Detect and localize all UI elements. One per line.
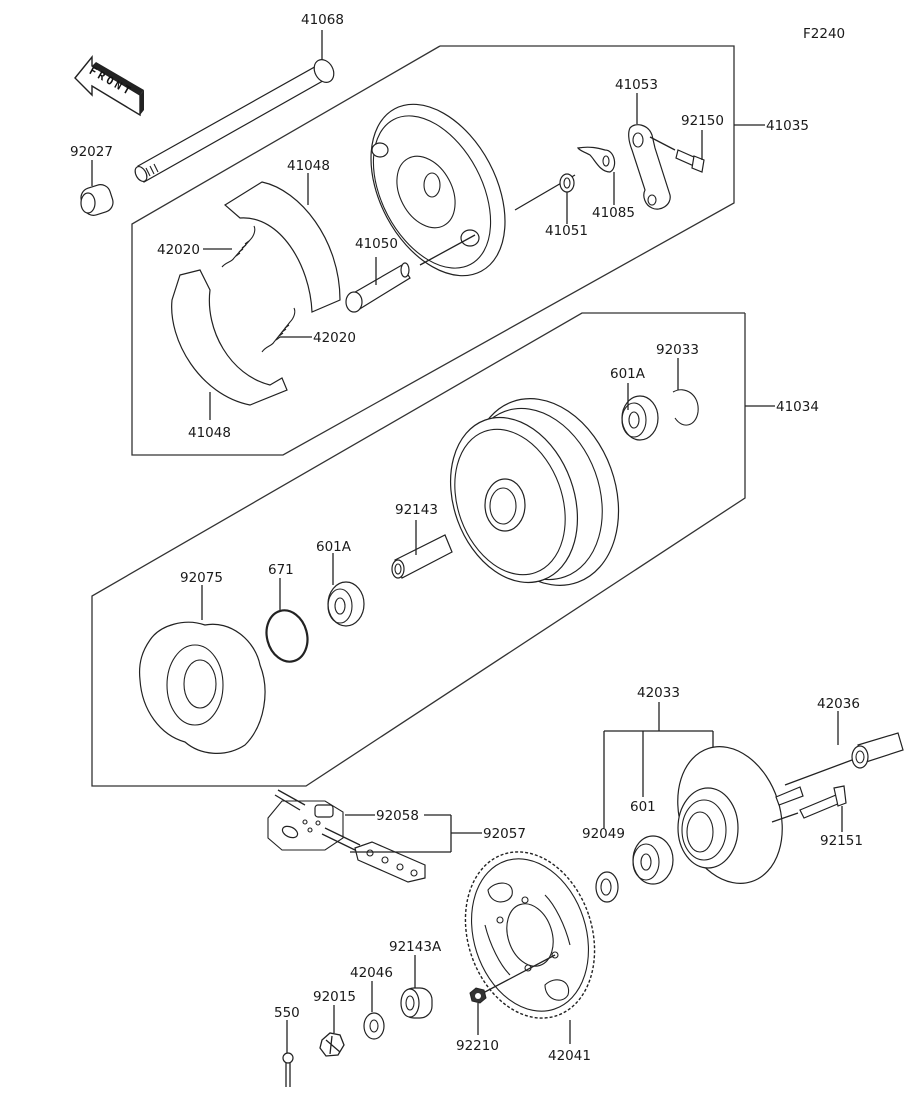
rear-sprocket-part (464, 851, 596, 1019)
part-label-92015: 92015 (313, 989, 356, 1005)
chain-joint-part (267, 789, 344, 851)
bearing-upper-part (621, 395, 659, 441)
part-label-92058: 92058 (376, 808, 419, 824)
part-label-41035: 41035 (766, 118, 809, 134)
part-label-92150: 92150 (681, 113, 724, 129)
part-label-42046: 42046 (350, 965, 393, 981)
brake-shoe-lower-part (171, 269, 288, 406)
part-label-92210: 92210 (456, 1038, 499, 1054)
part-label-92143A: 92143A (389, 939, 442, 955)
oil-seal-part (595, 871, 619, 903)
part-label-42020-lower: 42020 (313, 330, 356, 346)
part-label-41048-upper: 41048 (287, 158, 330, 174)
part-label-41085: 41085 (592, 205, 635, 221)
part-label-92057: 92057 (483, 826, 526, 842)
part-label-42020-upper: 42020 (157, 242, 200, 258)
front-arrow-icon: FRONT (74, 55, 144, 117)
o-ring-part (265, 609, 309, 663)
group-box-41035 (131, 45, 735, 456)
axle-part (134, 30, 335, 183)
brake-panel-part (370, 103, 576, 277)
brake-cam-lever-part (628, 124, 671, 210)
brake-cam-part (345, 262, 411, 313)
circlip-part (672, 389, 699, 426)
part-label-42036: 42036 (817, 696, 860, 712)
part-label-41053: 41053 (615, 77, 658, 93)
part-label-41051: 41051 (545, 223, 588, 239)
bolt-part (649, 136, 705, 173)
part-label-601: 601 (630, 799, 656, 815)
part-label-92049: 92049 (582, 826, 625, 842)
part-label-41034: 41034 (776, 399, 819, 415)
drive-chain-part (321, 827, 426, 883)
brake-shoe-upper-part (223, 181, 341, 313)
sprocket-nut-part (469, 987, 487, 1004)
part-label-41050: 41050 (355, 236, 398, 252)
part-label-601A-upper: 601A (610, 366, 646, 382)
part-label-42041: 42041 (548, 1048, 591, 1064)
part-label-92075: 92075 (180, 570, 223, 586)
part-label-92151: 92151 (820, 833, 863, 849)
coupling-collar-part (784, 732, 904, 786)
part-label-92027: 92027 (70, 144, 113, 160)
wheel-hub-part (449, 398, 620, 586)
spring-upper-part (221, 225, 256, 268)
axle-collar-part (400, 987, 433, 1019)
part-label-41068: 41068 (301, 12, 344, 28)
spacer-part (80, 184, 114, 216)
hub-spacer-part (391, 534, 453, 579)
part-label-671: 671 (268, 562, 294, 578)
figure-code: F2240 (803, 26, 845, 42)
bearing-lower-part (327, 581, 365, 627)
washer-part (559, 173, 575, 193)
hub-damper-part (138, 621, 266, 754)
group-box-41034 (91, 312, 746, 787)
part-label-41048-lower: 41048 (188, 425, 231, 441)
sprocket-coupling-part (677, 746, 804, 884)
cotter-pin-part (282, 1052, 294, 1087)
castle-nut-part (319, 1032, 345, 1057)
part-label-550: 550 (274, 1005, 300, 1021)
wear-indicator-part (576, 146, 616, 173)
part-label-92033: 92033 (656, 342, 699, 358)
part-label-92143: 92143 (395, 502, 438, 518)
spring-lower-part (261, 307, 296, 353)
coupling-bolt-part (771, 785, 847, 823)
coupling-bearing-part (632, 835, 674, 885)
part-label-42033: 42033 (637, 685, 680, 701)
part-label-601A-lower: 601A (316, 539, 352, 555)
axle-washer-part (363, 1012, 385, 1040)
